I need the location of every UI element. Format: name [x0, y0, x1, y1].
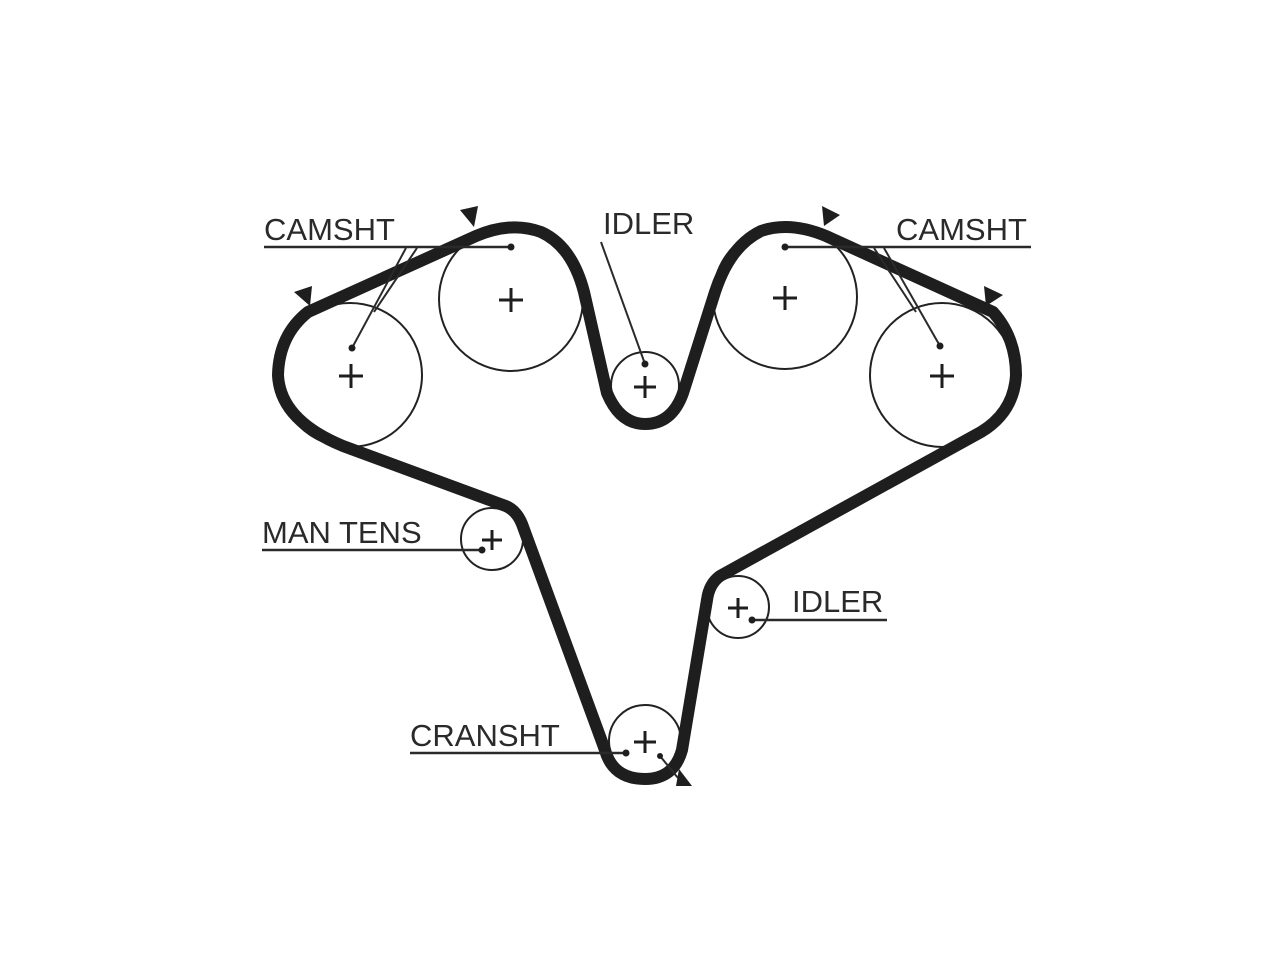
timing-belt [272, 221, 1022, 785]
direction-arrow-left-inner [460, 206, 478, 227]
manual-tensioner-label: MAN TENS [262, 515, 422, 550]
idler-top-label: IDLER [603, 206, 694, 241]
crankshaft-label: CRANSHT [410, 718, 560, 753]
label-camshaft-left: CAMSHT [264, 212, 515, 352]
label-camshaft-right: CAMSHT [781, 212, 1031, 350]
label-manual-tensioner: MAN TENS [262, 515, 486, 554]
camshaft-left-label: CAMSHT [264, 212, 395, 247]
direction-arrow-crankshaft [676, 769, 692, 786]
camshaft-right-label: CAMSHT [896, 212, 1027, 247]
label-idler-top: IDLER [600, 206, 694, 368]
direction-arrow-right-outer [984, 286, 1003, 306]
idler-right-label: IDLER [792, 584, 883, 619]
label-idler-right: IDLER [748, 584, 887, 624]
label-crankshaft: CRANSHT [410, 718, 679, 779]
direction-arrow-right-inner [822, 206, 840, 226]
direction-arrow-left-outer [294, 286, 312, 306]
